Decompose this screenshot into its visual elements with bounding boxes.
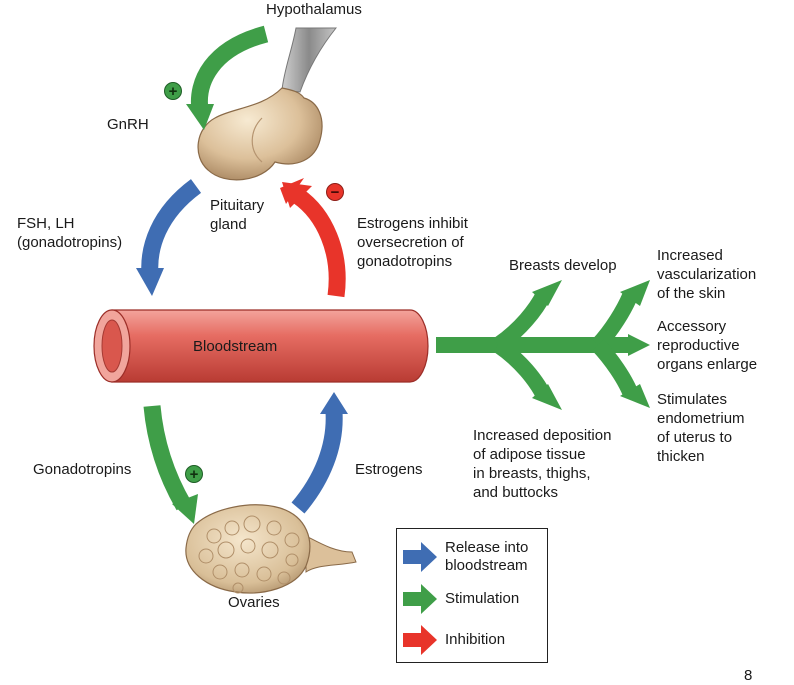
inhibition-minus-glyph: − (331, 184, 340, 201)
legend-label-release: Release into bloodstream (445, 539, 529, 574)
blue-arrow-icon (403, 542, 437, 572)
gonadotropins-plus-glyph: + (190, 466, 199, 483)
fsh-lh-arrow (136, 179, 202, 296)
bloodstream-label: Bloodstream (193, 338, 278, 355)
legend: Release into bloodstream Stimulation Inh… (396, 528, 548, 663)
legend-item-release: Release into bloodstream (403, 539, 528, 575)
ovaries-label: Ovaries (228, 594, 280, 611)
gonadotropins-plus-sign (185, 465, 203, 483)
inhibition-minus-sign (326, 183, 344, 201)
legend-swatch-inhibition (403, 625, 437, 655)
adipose-label: Increased deposition of adipose tissue i… (473, 427, 612, 501)
effects-branch-arrow (436, 290, 638, 400)
green-arrow-icon (403, 584, 437, 614)
fsh-lh-label: FSH, LH (gonadotropins) (17, 215, 123, 251)
gnrh-plus-sign (164, 82, 182, 100)
gnrh-label: GnRH (107, 116, 149, 133)
ovaries-shape (185, 504, 357, 594)
breasts-develop-label: Breasts develop (509, 257, 617, 274)
hypothalamus-stalk (281, 27, 338, 93)
hypothalamus-label: Hypothalamus (266, 1, 362, 18)
pituitary-label: Pituitary gland (210, 197, 265, 233)
bloodstream-vessel (93, 309, 429, 383)
red-arrow-icon (403, 625, 437, 655)
estrogens-inhibit-label: Estrogens inhibit oversecretion of gonad… (357, 215, 468, 270)
gonadotropins-arrow (143, 405, 198, 524)
effects-arrowheads (532, 280, 650, 410)
legend-swatch-stimulation (403, 584, 437, 614)
legend-item-stimulation: Stimulation (403, 584, 519, 614)
legend-swatch-release (403, 542, 437, 572)
gnrh-plus-glyph: + (169, 83, 178, 100)
gonadotropins-label: Gonadotropins (33, 461, 132, 478)
estrogens-label: Estrogens (355, 461, 423, 478)
page-number: 8 (744, 667, 753, 684)
pituitary-gland-shape (197, 87, 323, 181)
gnrh-arrow (186, 25, 269, 130)
legend-label-stimulation: Stimulation (445, 590, 520, 607)
accessory-organs-label: Accessory reproductive organs enlarge (657, 318, 758, 373)
estrogens-arrow (291, 392, 348, 514)
vascularization-label: Increased vascularization of the skin (657, 247, 757, 302)
endometrium-label: Stimulates endometrium of uterus to thic… (657, 391, 745, 465)
legend-item-inhibition: Inhibition (403, 625, 505, 655)
inhibition-arrow (280, 178, 346, 298)
legend-label-inhibition: Inhibition (445, 631, 506, 648)
